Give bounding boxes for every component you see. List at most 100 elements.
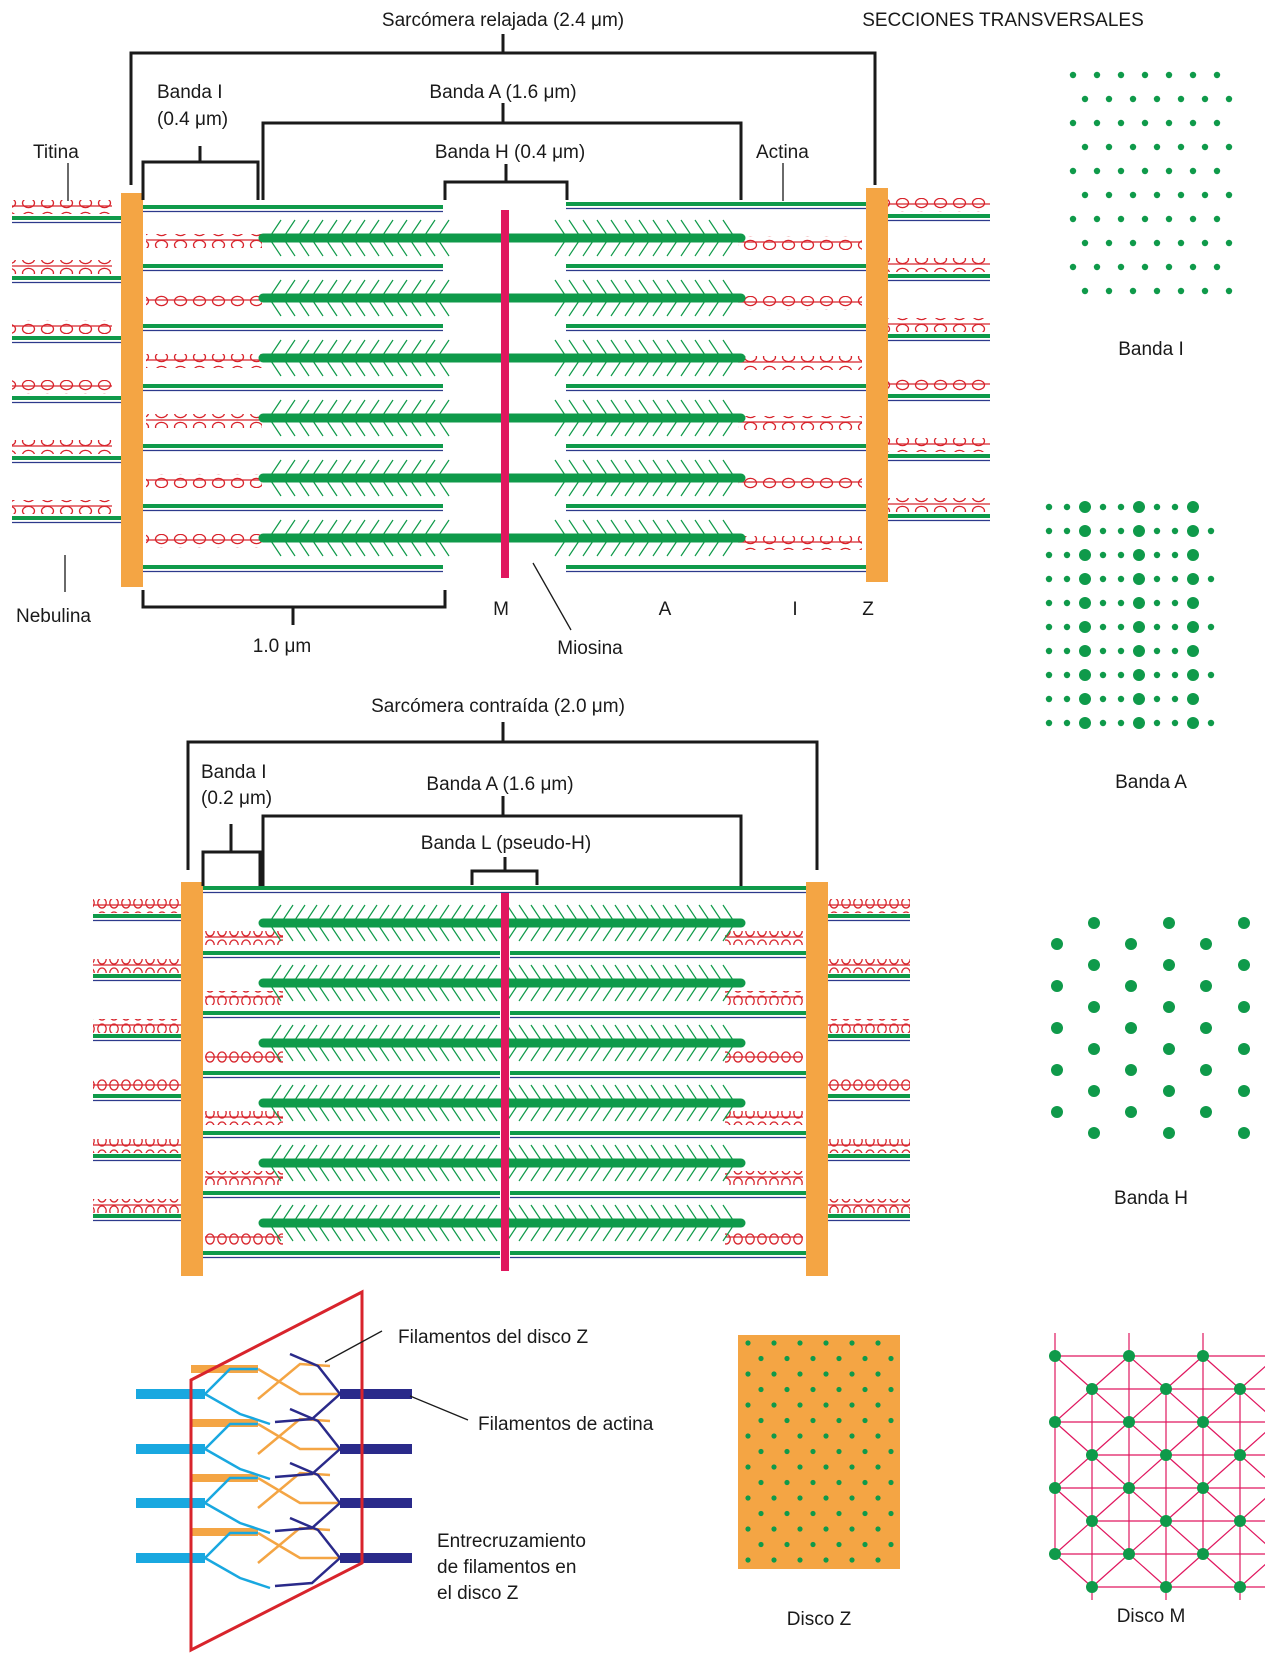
actin-dot <box>1225 287 1233 295</box>
actin-dot <box>1105 287 1113 295</box>
myosin-dot <box>1079 573 1091 585</box>
m-disc-dot <box>1234 1383 1246 1395</box>
m-disc-dot <box>1049 1416 1061 1428</box>
letter-m: M <box>493 599 509 620</box>
myosin-heads <box>268 904 736 942</box>
myosin-dot <box>1187 597 1199 609</box>
z-disc-dot <box>849 1433 855 1439</box>
titin-coil <box>888 258 990 272</box>
actin-dot <box>1141 167 1149 175</box>
z-disc-dot <box>810 1417 816 1424</box>
m-disc-dot <box>1197 1482 1209 1494</box>
titin-coil <box>12 380 112 394</box>
actin-dot <box>1117 575 1125 583</box>
actin-dot <box>1207 623 1215 631</box>
z-disc-dot <box>849 1557 855 1563</box>
myosin-dot <box>1051 1106 1063 1118</box>
actin-dot <box>1153 623 1161 631</box>
myosin-dot <box>1133 693 1145 705</box>
actin-dot <box>1153 527 1161 535</box>
m-disc-dot <box>1160 1515 1172 1527</box>
letter-z: Z <box>862 599 874 620</box>
band-h-section-label: Banda H <box>1114 1188 1188 1209</box>
relaxed-leaders <box>64 163 784 631</box>
myosin-dot <box>1079 693 1091 705</box>
z-disc-dot <box>888 1448 894 1455</box>
z-disc-dot <box>758 1479 764 1486</box>
z-disc-dot <box>888 1479 894 1486</box>
m-disc-dot <box>1086 1449 1098 1461</box>
m-disc-dot <box>1086 1383 1098 1395</box>
z-disc-dot <box>771 1557 777 1563</box>
m-disc-dot <box>1197 1350 1209 1362</box>
m-disc-dot <box>1234 1581 1246 1593</box>
z-disc-dot <box>875 1557 881 1563</box>
z-disc-dot <box>810 1448 816 1455</box>
myosin-dot <box>1079 645 1091 657</box>
actin-label: Actina <box>756 142 809 163</box>
z-disc-dot <box>836 1541 842 1548</box>
m-disc-dot <box>1049 1548 1061 1560</box>
actin-dot <box>1099 575 1107 583</box>
actin-dot <box>1117 719 1125 727</box>
z-disc-dot <box>745 1557 751 1563</box>
actin-dot <box>1153 671 1161 679</box>
actin-dot <box>1081 95 1089 103</box>
actin-dot <box>1099 719 1107 727</box>
m-disc-dot <box>1086 1581 1098 1593</box>
actin-dot <box>1063 623 1071 631</box>
myosin-dot <box>1163 1127 1175 1139</box>
z-disc-dot <box>797 1371 803 1377</box>
myosin-dot <box>1187 693 1199 705</box>
z-disc-dot <box>758 1417 764 1424</box>
crosslink-label-line3: el disco Z <box>437 1583 519 1604</box>
actin-dot <box>1045 503 1053 511</box>
contracted-brackets <box>186 722 819 886</box>
actin-dot <box>1093 263 1101 271</box>
actin-dot <box>1207 527 1215 535</box>
actin-dot <box>1141 71 1149 79</box>
myosin-dot <box>1133 717 1145 729</box>
z-disc-dot <box>758 1510 764 1517</box>
actin-dot <box>1153 695 1161 703</box>
actin-dot <box>1099 551 1107 559</box>
titin-coil <box>93 959 181 973</box>
actin-dot <box>1045 575 1053 583</box>
titin-coil <box>12 260 112 274</box>
titin-coil <box>146 474 262 488</box>
m-disc-dot <box>1123 1416 1135 1428</box>
myosin-dot <box>1051 1022 1063 1034</box>
actin-dot <box>1093 71 1101 79</box>
band-h-section-dots <box>1051 917 1250 1139</box>
titin-coil <box>828 1079 910 1093</box>
z-disc-dot <box>810 1355 816 1362</box>
titin-coil <box>146 354 262 368</box>
myosin-dot <box>1125 980 1137 992</box>
disc-m-section-lattice <box>1049 1333 1265 1600</box>
myosin-dot <box>1133 573 1145 585</box>
z-disc-dot <box>823 1371 829 1377</box>
actin-dot <box>1099 599 1107 607</box>
actin-dot <box>1117 215 1125 223</box>
relaxed-band-a-label: Banda A (1.6 μm) <box>429 82 576 103</box>
z-disc-dot <box>888 1417 894 1424</box>
z-disc-dot <box>823 1402 829 1408</box>
titin-coil <box>146 534 262 548</box>
actin-dot <box>1177 287 1185 295</box>
actin-dot <box>1189 71 1197 79</box>
myosin-dot <box>1051 938 1063 950</box>
actin-dot <box>1045 647 1053 655</box>
myosin-dot <box>1125 1022 1137 1034</box>
actin-dot <box>1153 647 1161 655</box>
z-disc-dot <box>862 1386 868 1393</box>
actin-dot <box>1141 263 1149 271</box>
myosin-dot <box>1200 1022 1212 1034</box>
myosin-dot <box>1079 549 1091 561</box>
z-disc-dot <box>745 1526 751 1532</box>
titin-coil <box>93 1019 181 1033</box>
actin-dot <box>1177 239 1185 247</box>
actin-dot <box>1171 671 1179 679</box>
titin-coil <box>146 414 262 428</box>
myosin-dot <box>1088 1043 1100 1055</box>
myosin-dot <box>1133 645 1145 657</box>
